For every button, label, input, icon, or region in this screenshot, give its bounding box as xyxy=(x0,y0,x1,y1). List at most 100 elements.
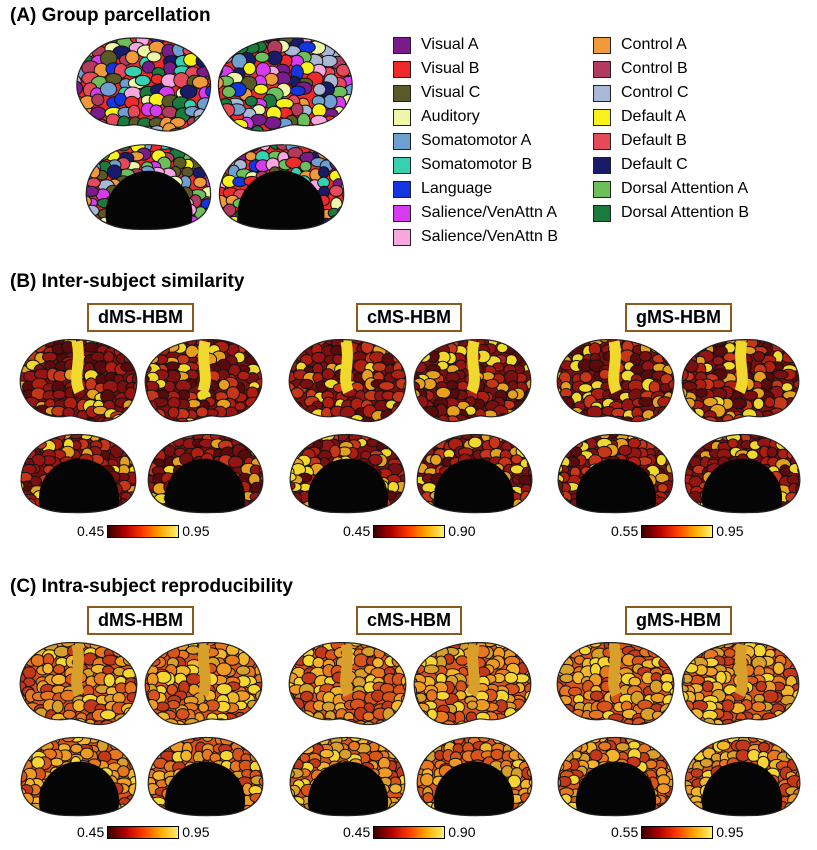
legend-label: Auditory xyxy=(421,108,480,125)
brain-lateral-view xyxy=(217,37,353,132)
brain-medial-view xyxy=(684,433,801,514)
brain-lateral-view xyxy=(76,37,212,132)
legend-swatch xyxy=(393,180,411,198)
panel-b-colorbar-cms: 0.45 0.90 xyxy=(343,523,476,539)
legend-label: Control B xyxy=(621,60,688,77)
panel-b-colorbar-gms: 0.55 0.95 xyxy=(611,523,744,539)
legend-swatch xyxy=(393,36,411,54)
brain-lateral-view xyxy=(556,339,675,423)
legend-label: Visual B xyxy=(421,60,480,77)
colorbar-max: 0.95 xyxy=(182,824,210,840)
legend-item: Visual C xyxy=(393,84,480,102)
brain-lateral-view xyxy=(681,339,800,423)
colorbar-min: 0.45 xyxy=(77,824,105,840)
panel-b-model-label-cms: cMS-HBM xyxy=(356,303,462,332)
legend-swatch xyxy=(393,60,411,78)
legend-swatch xyxy=(393,132,411,150)
brain-medial-view xyxy=(218,144,345,230)
legend-swatch xyxy=(393,204,411,222)
colorbar-gradient xyxy=(107,825,180,839)
legend-item: Control C xyxy=(593,84,689,102)
legend-label: Control A xyxy=(621,36,687,53)
legend-label: Language xyxy=(421,180,493,197)
legend-item: Control B xyxy=(593,60,688,78)
legend-swatch xyxy=(593,108,611,126)
brain-lateral-view xyxy=(288,642,407,726)
colorbar-min: 0.45 xyxy=(77,523,105,539)
legend-item: Control A xyxy=(593,36,687,54)
brain-lateral-view xyxy=(19,642,138,726)
brain-medial-view xyxy=(416,433,533,514)
brain-medial-view xyxy=(20,433,137,514)
colorbar-gradient xyxy=(107,524,180,538)
legend-label: Dorsal Attention B xyxy=(621,204,750,221)
panel-b-model-label-gms: gMS-HBM xyxy=(625,303,732,332)
legend-label: Default C xyxy=(621,156,688,173)
legend-label: Visual C xyxy=(421,84,481,101)
legend-item: Salience/VenAttn B xyxy=(393,228,558,246)
brain-lateral-view xyxy=(144,339,263,423)
brain-lateral-view xyxy=(144,642,263,726)
legend-label: Visual A xyxy=(421,36,479,53)
legend-item: Visual A xyxy=(393,36,479,54)
legend-swatch xyxy=(593,36,611,54)
legend-item: Default A xyxy=(593,108,686,126)
panel-c-colorbar-dms: 0.45 0.95 xyxy=(77,824,210,840)
legend-swatch xyxy=(393,84,411,102)
panel-c-colorbar-cms: 0.45 0.90 xyxy=(343,824,476,840)
colorbar-min: 0.45 xyxy=(343,523,371,539)
brain-lateral-view xyxy=(556,642,675,726)
brain-lateral-view xyxy=(19,339,138,423)
legend-label: Somatomotor A xyxy=(421,132,532,149)
legend-label: Control C xyxy=(621,84,689,101)
brain-lateral-view xyxy=(288,339,407,423)
brain-lateral-view xyxy=(413,642,532,726)
colorbar-max: 0.90 xyxy=(448,523,476,539)
legend-item: Default C xyxy=(593,156,688,174)
legend-label: Salience/VenAttn A xyxy=(421,204,558,221)
panel-b-model-label-dms: dMS-HBM xyxy=(87,303,194,332)
colorbar-max: 0.95 xyxy=(716,523,744,539)
colorbar-max: 0.90 xyxy=(448,824,476,840)
panel-b-colorbar-dms: 0.45 0.95 xyxy=(77,523,210,539)
legend-item: Dorsal Attention B xyxy=(593,204,749,222)
panel-c-title: (C) Intra-subject reproducibility xyxy=(10,576,293,597)
panel-b-title: (B) Inter-subject similarity xyxy=(10,271,245,292)
legend-swatch xyxy=(593,132,611,150)
legend-swatch xyxy=(593,204,611,222)
panel-c-model-label-dms: dMS-HBM xyxy=(87,606,194,635)
legend-label: Somatomotor B xyxy=(421,156,533,173)
colorbar-gradient xyxy=(641,825,714,839)
legend-swatch xyxy=(393,108,411,126)
legend-label: Default B xyxy=(621,132,687,149)
legend-item: Somatomotor B xyxy=(393,156,532,174)
colorbar-max: 0.95 xyxy=(182,523,210,539)
panel-a-title: (A) Group parcellation xyxy=(10,5,211,26)
colorbar-gradient xyxy=(641,524,714,538)
legend-item: Salience/VenAttn A xyxy=(393,204,557,222)
colorbar-min: 0.55 xyxy=(611,824,639,840)
legend-item: Dorsal Attention A xyxy=(593,180,748,198)
panel-c-model-label-gms: gMS-HBM xyxy=(625,606,732,635)
legend-label: Dorsal Attention A xyxy=(621,180,749,197)
brain-medial-view xyxy=(147,433,264,514)
brain-medial-view xyxy=(147,736,264,817)
legend-swatch xyxy=(593,180,611,198)
colorbar-min: 0.45 xyxy=(343,824,371,840)
legend-swatch xyxy=(393,228,411,246)
panel-c-model-label-cms: cMS-HBM xyxy=(356,606,462,635)
legend-item: Auditory xyxy=(393,108,480,126)
legend-swatch xyxy=(593,84,611,102)
legend-item: Visual B xyxy=(393,60,479,78)
brain-medial-view xyxy=(85,144,212,230)
brain-lateral-view xyxy=(681,642,800,726)
brain-lateral-view xyxy=(413,339,532,423)
legend-swatch xyxy=(593,156,611,174)
brain-medial-view xyxy=(289,433,406,514)
colorbar-min: 0.55 xyxy=(611,523,639,539)
legend-item: Somatomotor A xyxy=(393,132,531,150)
legend-swatch xyxy=(593,60,611,78)
colorbar-max: 0.95 xyxy=(716,824,744,840)
legend-item: Default B xyxy=(593,132,687,150)
